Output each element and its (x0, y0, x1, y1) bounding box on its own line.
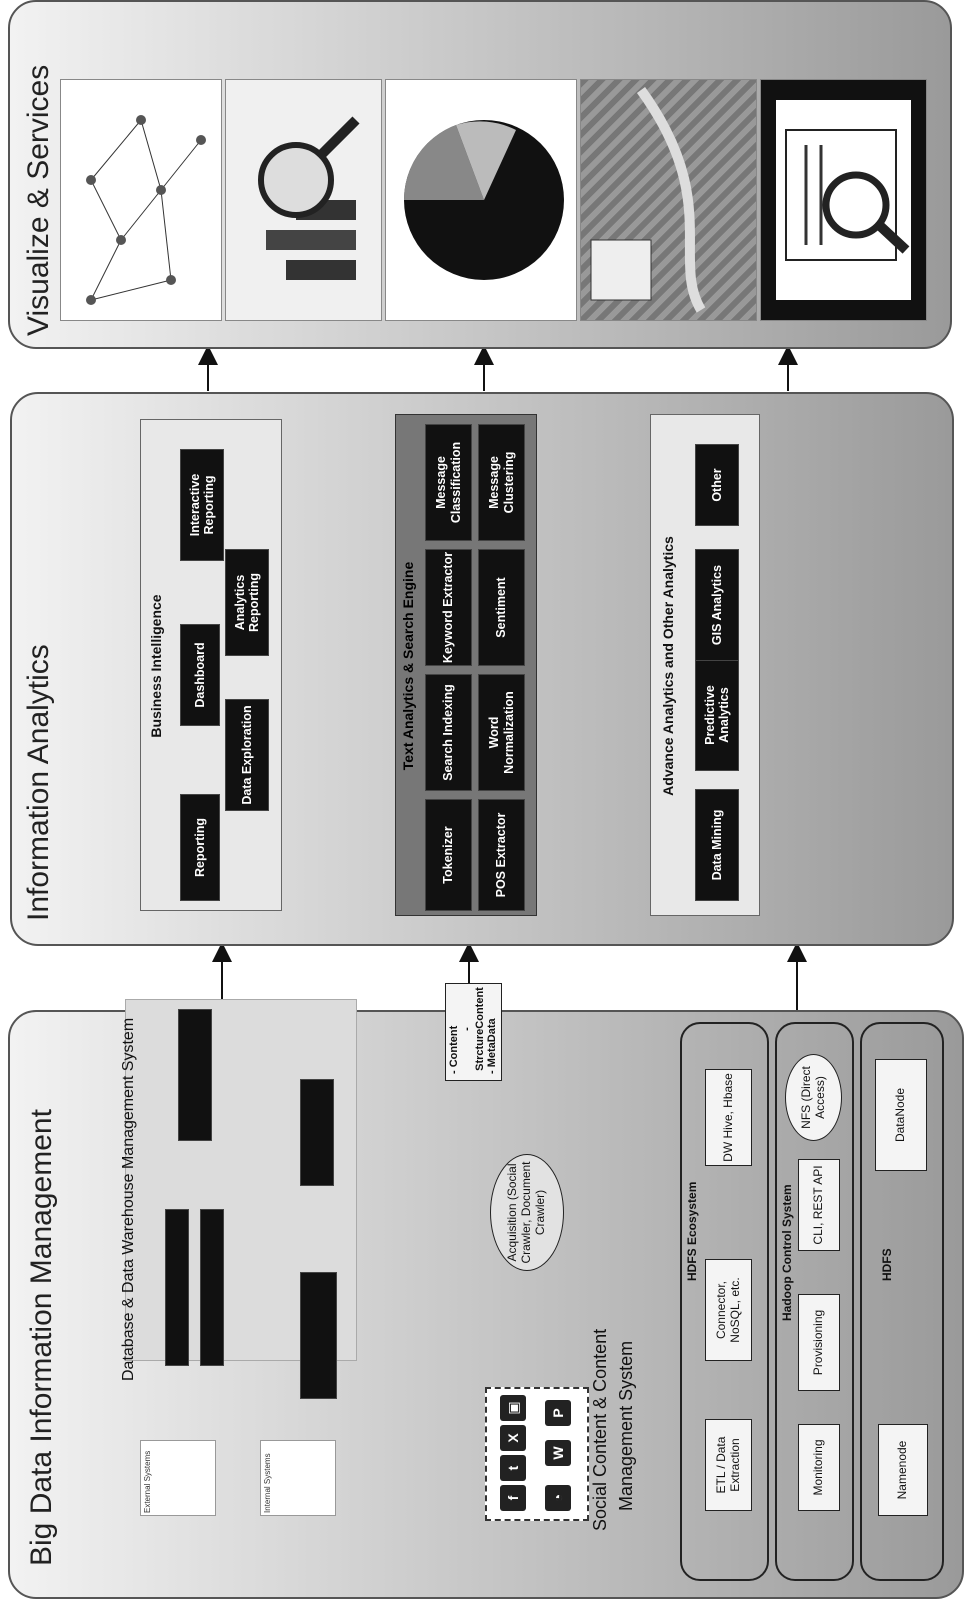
pie-chart-icon (385, 79, 577, 321)
dwms-block-2 (165, 1209, 189, 1366)
sentiment-block: Sentiment (478, 549, 525, 666)
social-title-1: Social Content & Content (590, 1329, 611, 1531)
etl-box: ETL / Data Extraction (705, 1419, 752, 1511)
connector-box: Connector, NoSQL, etc. (705, 1259, 752, 1361)
magnifier-chart-icon (225, 79, 382, 321)
document-search-svg (761, 80, 926, 320)
facebook-icon: f (500, 1485, 526, 1511)
message-clustering-block: Message Clustering (478, 424, 525, 541)
internal-systems: Internal Systems (260, 1440, 336, 1516)
map-icon (580, 79, 757, 321)
monitoring-box: Monitoring (798, 1424, 840, 1511)
dwms-block-3 (200, 1209, 224, 1366)
hdfs-title: HDFS (880, 1248, 894, 1281)
external-systems: External Systems (140, 1440, 216, 1516)
note-metadata: - MetaData (486, 1018, 499, 1074)
analytics-title: Information Analytics (22, 644, 56, 921)
pie-chart-svg (386, 80, 576, 320)
other-block: Other (695, 444, 739, 526)
keyword-extractor-block: Keyword Extractor (425, 549, 472, 666)
network-graph-icon (60, 79, 222, 321)
bi-reporting: Reporting (180, 794, 220, 901)
visualize-title: Visualize & Services (22, 65, 56, 336)
rss-icon: ◔ (545, 1485, 571, 1511)
big-data-title: Big Data Information Management (25, 1109, 59, 1566)
gis-analytics-block: GIS Analytics (695, 549, 739, 661)
cli-rest-box: CLI, REST API (798, 1159, 840, 1251)
hadoop-control-title: Hadoop Control System (780, 1184, 794, 1321)
dwms-title: Database & Data Warehouse Management Sys… (120, 1018, 138, 1381)
xml-icon: X (500, 1425, 526, 1451)
note-structure: - StrctureContent (461, 984, 486, 1074)
pdf-icon: P (545, 1400, 571, 1426)
document-search-icon (760, 79, 927, 321)
dw-box: DW Hive, Hbase (705, 1069, 752, 1166)
acquisition-ellipse: Acquisition (Social Crawler, Document Cr… (490, 1154, 564, 1271)
tokenizer-block: Tokenizer (425, 799, 472, 911)
dwms-block-4 (300, 1272, 337, 1399)
message-classification-block: Message Classification (425, 424, 472, 541)
bi-dashboard: Dashboard (180, 624, 220, 726)
network-graph-svg (61, 80, 221, 320)
magnifier-chart-svg (226, 80, 381, 320)
data-mining-block: Data Mining (695, 789, 739, 901)
advance-analytics-title: Advance Analytics and Other Analytics (660, 416, 676, 916)
text-analytics-title: Text Analytics & Search Engine (400, 416, 416, 916)
word-normalization-block: Word Normalization (478, 674, 525, 791)
nfs-ellipse: NFS (Direct Access) (785, 1054, 842, 1141)
note-content: - Content (448, 1026, 461, 1074)
map-svg (581, 80, 756, 320)
bi-analytics-reporting: Analytics Reporting (225, 549, 269, 656)
hdfs-ecosystem-title: HDFS Ecosystem (685, 1182, 699, 1281)
twitter-icon: t (500, 1455, 526, 1481)
search-indexing-block: Search Indexing (425, 674, 472, 791)
image-icon: ▣ (500, 1395, 526, 1421)
namenode-box: Namenode (878, 1424, 928, 1516)
bi-interactive-reporting: Interactive Reporting (180, 449, 224, 561)
social-title-2: Management System (616, 1341, 637, 1511)
dwms-block-1 (178, 1009, 212, 1141)
pos-extractor-block: POS Extractor (478, 799, 525, 911)
word-icon: W (545, 1440, 571, 1466)
bi-title: Business Intelligence (148, 421, 164, 911)
provisioning-box: Provisioning (798, 1294, 840, 1391)
dwms-block-5 (300, 1079, 334, 1186)
datanode-box: DataNode (875, 1059, 927, 1171)
bi-data-exploration: Data Exploration (225, 699, 269, 811)
content-note: - Content - StrctureContent - MetaData (445, 983, 502, 1081)
predictive-analytics-block: Predictive Analytics (695, 659, 739, 771)
